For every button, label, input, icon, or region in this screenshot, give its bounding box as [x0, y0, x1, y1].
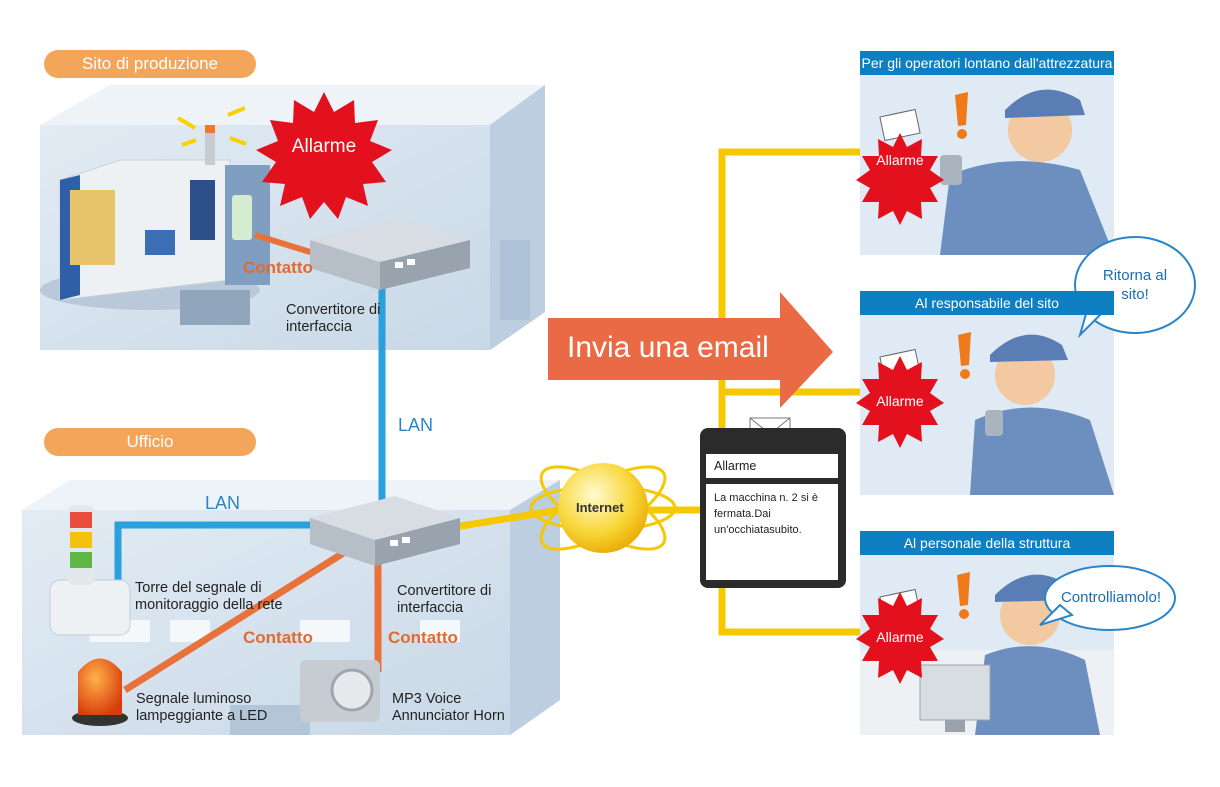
production-alarm-starburst — [256, 92, 392, 219]
production-alarm-label: Allarme — [291, 136, 357, 157]
led-beacon-label: Segnale luminoso lampeggiante a LED — [136, 691, 268, 724]
worker-1 — [940, 89, 1114, 255]
email-body: La macchina n. 2 si è fermata.Dai un'occ… — [706, 484, 838, 580]
phone-device: Allarme La macchina n. 2 si è fermata.Da… — [700, 428, 846, 588]
lan-office-label: LAN — [205, 493, 241, 513]
office-site-label: Ufficio — [44, 428, 256, 456]
recipient-title-operators: Per gli operatori lontano dall'attrezzat… — [860, 51, 1114, 75]
recipient-alarm-manager: Allarme — [876, 393, 924, 409]
production-converter-device — [310, 218, 470, 290]
production-contact-label: Contatto — [243, 258, 313, 277]
office-converter-device — [310, 496, 460, 566]
send-email-label: Invia una email — [567, 331, 769, 364]
bubble-return-text: Ritorna al sito! — [1102, 267, 1168, 303]
cnc-machine — [40, 106, 270, 325]
exclamation-icons — [955, 92, 971, 619]
internet-globe — [529, 463, 677, 553]
horn-device — [300, 660, 380, 722]
office-contact-right-label: Contatto — [388, 628, 458, 647]
recipient-title-manager: Al responsabile del sito — [860, 291, 1114, 315]
office-converter-label: Convertitore di interfaccia — [397, 583, 492, 616]
send-email-arrow — [548, 292, 833, 408]
production-site-label: Sito di produzione — [44, 50, 256, 78]
recipient-alarm-operators: Allarme — [876, 152, 924, 168]
recipient-title-staff: Al personale della struttura — [860, 531, 1114, 555]
office-contact-left-label: Contatto — [243, 628, 313, 647]
signal-tower-device — [49, 505, 131, 636]
bubble-check-text: Controlliamolo! — [1060, 589, 1162, 606]
email-subject: Allarme — [706, 454, 838, 478]
panel-alarm-starbursts — [856, 133, 944, 684]
recipient-alarm-staff: Allarme — [876, 629, 924, 645]
horn-label: MP3 Voice Annunciator Horn — [392, 691, 505, 724]
lan-vertical-label: LAN — [398, 415, 434, 435]
led-beacon-device — [72, 658, 128, 726]
production-converter-label: Convertitore di interfaccia — [286, 302, 381, 335]
internet-label: Internet — [576, 500, 624, 515]
worker-2 — [970, 334, 1114, 495]
signal-tower-label: Torre del segnale di monitoraggio della … — [135, 580, 283, 613]
